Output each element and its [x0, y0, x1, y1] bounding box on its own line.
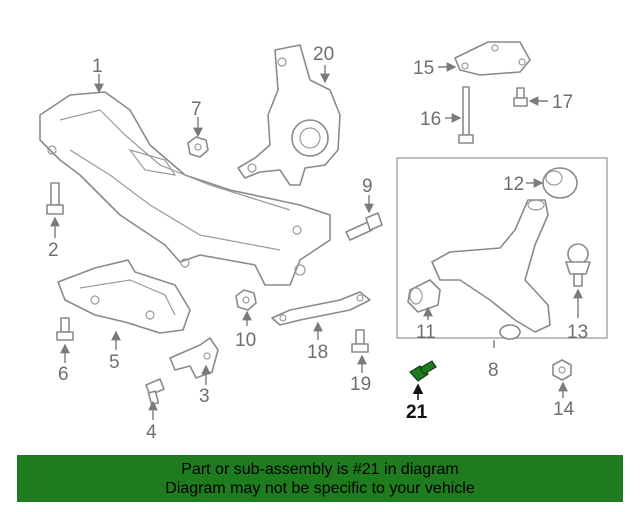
- callout-18: 18: [307, 342, 328, 363]
- callout-13: 13: [567, 322, 588, 343]
- part-14-nut[interactable]: [552, 359, 572, 381]
- part-15-plate[interactable]: [454, 41, 531, 76]
- callout-11: 11: [416, 322, 436, 343]
- leader-lines: [50, 62, 583, 420]
- callout-6: 6: [58, 364, 69, 385]
- part-18-link[interactable]: [271, 291, 371, 326]
- part-10-nut[interactable]: [235, 289, 257, 311]
- part-8-control-arm[interactable]: [431, 199, 551, 340]
- callout-21: 21: [406, 402, 428, 423]
- callout-12: 12: [503, 174, 524, 195]
- part-12-bushing[interactable]: [542, 167, 578, 199]
- part-9-bolt[interactable]: [345, 212, 383, 241]
- callout-14: 14: [553, 399, 575, 420]
- callout-2: 2: [48, 240, 59, 261]
- part-6-bolt[interactable]: [56, 317, 74, 341]
- callout-20: 20: [313, 44, 334, 65]
- callout-10: 10: [235, 330, 256, 351]
- part-4-bolt[interactable]: [145, 378, 165, 406]
- part-3-bracket[interactable]: [169, 337, 219, 379]
- callout-9: 9: [362, 176, 373, 197]
- callout-16: 16: [420, 109, 441, 130]
- callout-19: 19: [350, 374, 371, 395]
- part-5-under-cover[interactable]: [57, 259, 191, 334]
- banner-line-2: Diagram may not be specific to your vehi…: [165, 480, 475, 497]
- notice-banner: Part or sub-assembly is #21 in diagram D…: [17, 455, 623, 502]
- assembly-8-box: [396, 157, 608, 339]
- part-17-bolt[interactable]: [513, 87, 528, 107]
- parts-diagram: 1 2 3 4 5 6 7 8 9 10 11 12 13 14 15 16 1…: [39, 41, 608, 443]
- part-1-crossmember[interactable]: [39, 91, 331, 286]
- part-16-long-bolt[interactable]: [458, 86, 474, 144]
- banner-line-1: Part or sub-assembly is #21 in diagram: [181, 461, 459, 478]
- callout-3: 3: [199, 386, 210, 407]
- callout-1: 1: [92, 56, 103, 77]
- part-7-nut[interactable]: [187, 136, 209, 158]
- part-2-bolt[interactable]: [46, 182, 64, 215]
- callout-17: 17: [552, 92, 573, 113]
- callout-4: 4: [146, 422, 157, 443]
- part-20-knuckle[interactable]: [237, 44, 341, 186]
- callout-5: 5: [109, 352, 120, 373]
- callout-7: 7: [191, 99, 202, 120]
- part-13-ball-joint[interactable]: [565, 243, 591, 287]
- part-19-bolt[interactable]: [351, 329, 369, 353]
- callout-8: 8: [488, 360, 499, 381]
- callout-15: 15: [413, 58, 434, 79]
- part-11-bushing[interactable]: [407, 279, 441, 313]
- part-21-bolt[interactable]: [409, 360, 437, 382]
- callout-labels: 1 2 3 4 5 6 7 8 9 10 11 12 13 14 15 16 1…: [48, 44, 588, 443]
